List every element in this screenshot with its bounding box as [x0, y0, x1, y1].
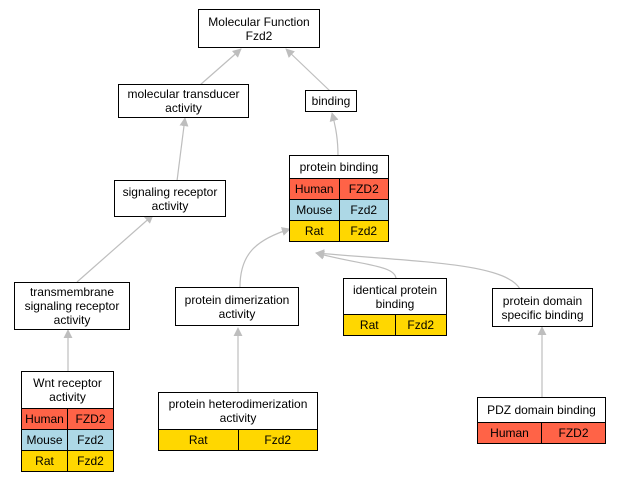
species-cell: Rat — [188, 433, 208, 447]
gene-cell: FZD2 — [541, 423, 605, 443]
species-gene-row: Rat Fzd2 — [290, 220, 388, 241]
node-title: binding — [311, 94, 351, 108]
species-cell: Mouse — [26, 433, 63, 447]
node-molecular-transducer-activity[interactable]: molecular transducer activity — [118, 84, 249, 118]
node-molecular-function[interactable]: Molecular Function Fzd2 — [198, 9, 320, 48]
species-gene-row: Human FZD2 — [290, 178, 388, 199]
gene-cell: Fzd2 — [237, 430, 318, 450]
node-title: protein dimerization activity — [184, 292, 290, 321]
species-cell: Rat — [359, 318, 379, 332]
species-cell: Human — [490, 426, 529, 440]
edge-mt-mf — [199, 48, 242, 86]
edge-ipb-pb — [315, 250, 397, 280]
node-title: protein heterodimerization activity — [168, 397, 308, 425]
edge-pdsb-pb — [315, 249, 521, 290]
edge-pda-pb — [239, 227, 291, 288]
gene-cell: Fzd2 — [338, 221, 389, 241]
species-gene-row: Human FZD2 — [478, 422, 605, 443]
node-title: PDZ domain binding — [487, 403, 596, 417]
node-transmembrane-signaling-receptor-activity[interactable]: transmembrane signaling receptor activit… — [14, 282, 130, 330]
node-title: signaling receptor activity — [122, 184, 218, 213]
species-gene-row: Mouse Fzd2 — [22, 429, 113, 450]
edge-pb-binding — [329, 112, 339, 157]
node-protein-dimerization-activity[interactable]: protein dimerization activity — [175, 287, 299, 326]
species-cell: Human — [294, 182, 334, 196]
gene-cell: FZD2 — [67, 409, 113, 429]
species-cell: Rat — [35, 454, 54, 468]
gene-cell: Fzd2 — [67, 451, 113, 471]
edge-binding-mf — [285, 48, 331, 92]
node-title: molecular transducer activity — [127, 87, 240, 115]
gene-cell: Fzd2 — [67, 430, 113, 450]
node-title: protein domain specific binding — [501, 293, 584, 322]
species-gene-row: Rat Fzd2 — [344, 314, 446, 335]
node-binding[interactable]: binding — [305, 90, 357, 112]
gene-cell: FZD2 — [338, 179, 389, 199]
species-cell: Human — [25, 412, 64, 426]
edge-tsra-sra — [76, 214, 154, 283]
node-signaling-receptor-activity[interactable]: signaling receptor activity — [114, 180, 226, 217]
node-title: transmembrane signaling receptor activit… — [24, 285, 120, 327]
node-title: identical protein binding — [352, 282, 438, 311]
node-protein-domain-specific-binding[interactable]: protein domain specific binding — [492, 288, 593, 327]
node-title: protein binding — [299, 160, 379, 174]
species-gene-row: Rat Fzd2 — [159, 429, 317, 450]
gene-cell: Fzd2 — [338, 200, 389, 220]
node-title: Molecular Function Fzd2 — [208, 14, 310, 43]
node-title: Wnt receptor activity — [33, 376, 102, 404]
species-cell: Rat — [304, 224, 324, 238]
species-gene-row: Mouse Fzd2 — [290, 199, 388, 220]
edge-sra-mt — [176, 117, 189, 182]
species-gene-row: Rat Fzd2 — [22, 450, 113, 471]
species-cell: Mouse — [296, 203, 333, 217]
gene-cell: Fzd2 — [394, 315, 447, 335]
